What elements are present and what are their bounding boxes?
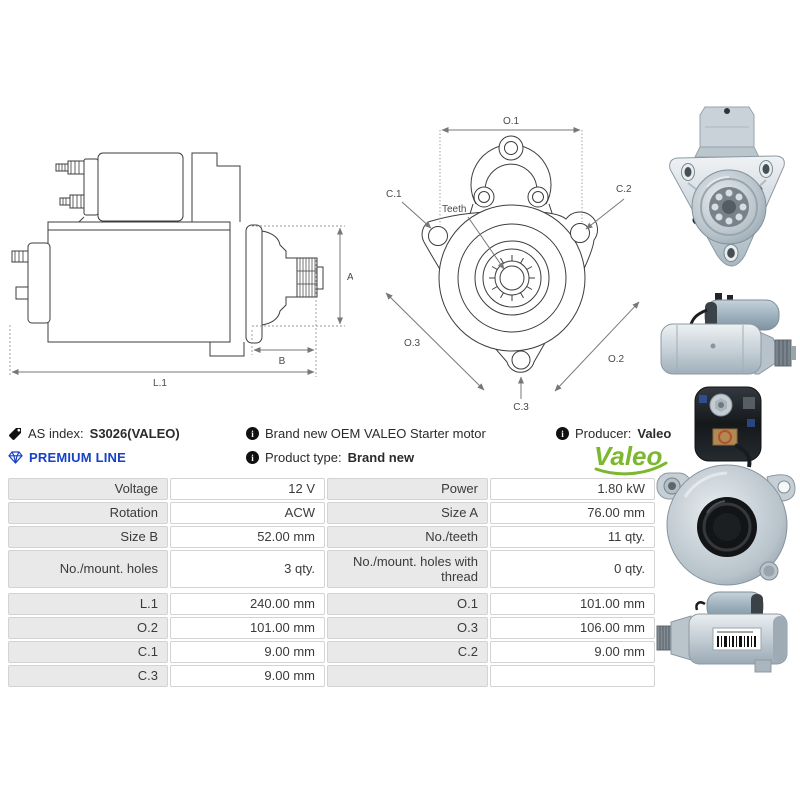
valeo-logo-text: Valeo xyxy=(594,441,663,471)
dimension-line-o3 xyxy=(385,292,485,391)
table-row: Rotation ACW Size A 76.00 mm xyxy=(8,502,655,524)
dimension-line-o2 xyxy=(554,301,640,392)
product-type-value: Brand new xyxy=(347,450,415,465)
dim-label-o3: O.3 xyxy=(404,338,421,349)
spec-label: C.3 xyxy=(8,665,168,687)
producer-label: Producer: xyxy=(575,426,632,441)
motor-body-outline xyxy=(47,221,231,343)
spec-value: 3 qty. xyxy=(170,550,325,588)
brand-new-text: Brand new OEM VALEO Starter motor xyxy=(265,426,486,441)
dim-label-c1: C.1 xyxy=(386,189,402,200)
spec-label: O.1 xyxy=(327,593,488,615)
spec-label xyxy=(327,665,488,687)
spec-value: ACW xyxy=(170,502,325,524)
spec-value: 106.00 mm xyxy=(490,617,655,639)
front-view-technical-drawing: O.1 C.1 C.2 Teeth O.3 O.2 C.3 xyxy=(385,116,640,413)
leader-teeth xyxy=(467,216,505,270)
valeo-logo: Valeo xyxy=(594,441,668,476)
solenoid-outline xyxy=(97,152,184,222)
leader-c1 xyxy=(401,201,432,229)
spec-table: Voltage 12 V Power 1.80 kW Rotation ACW … xyxy=(8,478,655,689)
mount-hole-c2 xyxy=(570,223,590,243)
as-index-row: AS index: S3026(VALEO) xyxy=(8,426,180,441)
spec-label: Size B xyxy=(8,526,168,548)
info-icon[interactable]: i xyxy=(246,451,259,464)
spec-value: 1.80 kW xyxy=(490,478,655,500)
side-view-technical-drawing: A B L.1 xyxy=(9,152,353,389)
spec-value: 9.00 mm xyxy=(490,641,655,663)
spec-label: Size A xyxy=(327,502,488,524)
spec-value: 9.00 mm xyxy=(170,641,325,663)
spec-label: Voltage xyxy=(8,478,168,500)
spec-value: 240.00 mm xyxy=(170,593,325,615)
product-photo-front xyxy=(669,106,785,267)
info-icon[interactable]: i xyxy=(246,427,259,440)
dim-label-b: B xyxy=(279,356,286,367)
dim-label-a: A xyxy=(347,272,353,283)
product-type-row: i Product type: Brand new xyxy=(246,450,414,465)
producer-row: i Producer: Valeo xyxy=(556,426,671,441)
spec-label: L.1 xyxy=(8,593,168,615)
dim-label-l1: L.1 xyxy=(153,378,167,389)
spec-label: No./teeth xyxy=(327,526,488,548)
spec-value: 101.00 mm xyxy=(490,593,655,615)
spec-label: C.2 xyxy=(327,641,488,663)
spec-value xyxy=(490,665,655,687)
spec-value: 11 qty. xyxy=(490,526,655,548)
spec-label: O.3 xyxy=(327,617,488,639)
tag-icon xyxy=(9,427,21,440)
spec-label: Power xyxy=(327,478,488,500)
table-row: Size B 52.00 mm No./teeth 11 qty. xyxy=(8,526,655,548)
spec-label: No./mount. holes with thread xyxy=(327,550,488,588)
dim-label-c3: C.3 xyxy=(513,402,529,413)
dim-label-c2: C.2 xyxy=(616,184,632,195)
diamond-icon xyxy=(8,451,23,464)
as-index-value: S3026(VALEO) xyxy=(89,426,180,441)
dim-label-o2: O.2 xyxy=(608,354,625,365)
product-photo-rear xyxy=(656,386,796,586)
product-photo-side-barcode xyxy=(656,591,788,673)
spec-value: 52.00 mm xyxy=(170,526,325,548)
table-row: L.1 240.00 mm O.1 101.00 mm xyxy=(8,593,655,615)
table-row: C.1 9.00 mm C.2 9.00 mm xyxy=(8,641,655,663)
spec-value: 76.00 mm xyxy=(490,502,655,524)
info-icon[interactable]: i xyxy=(556,427,569,440)
valeo-logo-swoosh xyxy=(594,461,668,476)
product-photo-side xyxy=(660,293,796,375)
as-index-label: AS index: xyxy=(28,426,84,441)
premium-line-label: PREMIUM LINE xyxy=(29,450,127,465)
spec-value: 101.00 mm xyxy=(170,617,325,639)
spec-label: No./mount. holes xyxy=(8,550,168,588)
table-row: Voltage 12 V Power 1.80 kW xyxy=(8,478,655,500)
spec-value: 12 V xyxy=(170,478,325,500)
spec-value: 9.00 mm xyxy=(170,665,325,687)
table-row: O.2 101.00 mm O.3 106.00 mm xyxy=(8,617,655,639)
spec-label: C.1 xyxy=(8,641,168,663)
spec-label: O.2 xyxy=(8,617,168,639)
mount-hole-c1 xyxy=(428,226,448,246)
product-type-label: Product type: xyxy=(265,450,342,465)
dim-label-o1: O.1 xyxy=(503,116,520,127)
table-row: No./mount. holes 3 qty. No./mount. holes… xyxy=(8,550,655,588)
brand-new-row: i Brand new OEM VALEO Starter motor xyxy=(246,426,486,441)
mount-hole-c3 xyxy=(511,350,531,370)
table-row: C.3 9.00 mm xyxy=(8,665,655,687)
spec-label: Rotation xyxy=(8,502,168,524)
spec-value: 0 qty. xyxy=(490,550,655,588)
premium-line-row: PREMIUM LINE xyxy=(8,450,126,465)
producer-value: Valeo xyxy=(637,426,672,441)
leader-c2 xyxy=(585,198,625,230)
dim-label-teeth: Teeth xyxy=(442,204,466,215)
